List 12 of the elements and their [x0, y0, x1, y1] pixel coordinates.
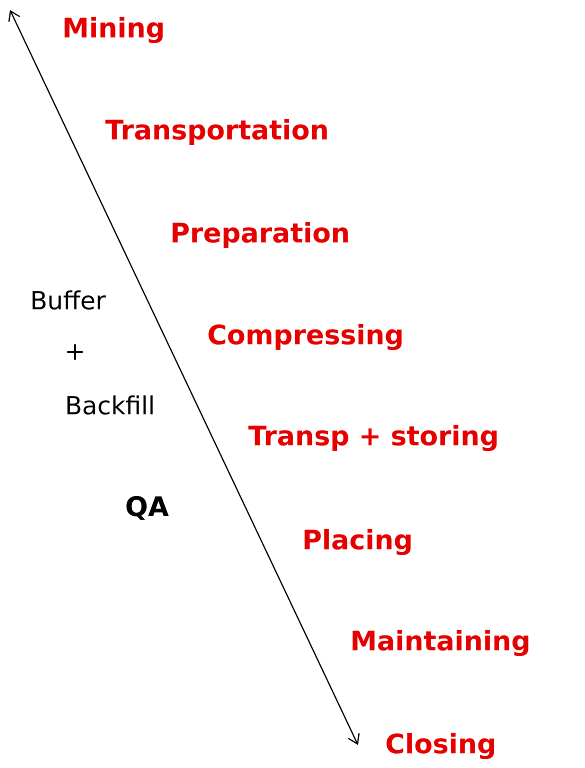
step-label: Compressing — [208, 324, 402, 350]
side-note: Backfill — [67, 395, 153, 415]
step-label: Maintaining — [352, 630, 528, 656]
step-label: Closing — [386, 732, 494, 760]
step-label: Transp + storing — [248, 424, 497, 452]
side-note: + — [67, 344, 83, 360]
step-label: Preparation — [172, 222, 348, 248]
step-label: Mining — [64, 16, 163, 44]
step-label: Transportation — [105, 118, 327, 145]
step-label: Placing — [304, 528, 411, 556]
side-note: Buffer — [32, 290, 106, 310]
side-label: QA — [126, 496, 169, 520]
